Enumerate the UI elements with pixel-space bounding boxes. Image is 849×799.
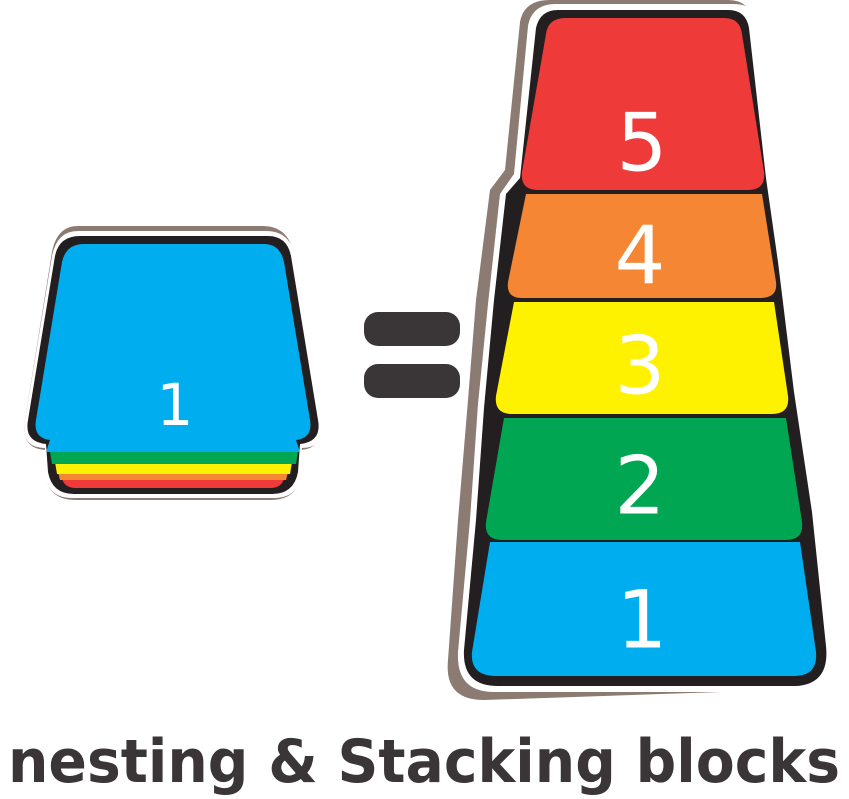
stack-block-2-number: 2	[615, 440, 666, 533]
stack-block-4-number: 4	[615, 210, 666, 303]
nested-block: 1	[24, 226, 323, 500]
block-stack: 1 2 3 4 5	[447, 0, 827, 700]
nested-edge-red	[62, 478, 284, 488]
equals-bar-bottom	[364, 364, 460, 398]
stack-block-1-number: 1	[617, 574, 668, 667]
stack-block-5-number: 5	[617, 97, 668, 190]
stack-block-3	[495, 302, 789, 414]
nested-block-number: 1	[157, 371, 194, 439]
nested-edge-yellow	[55, 462, 292, 474]
nested-block-face-1	[35, 244, 311, 452]
stack-block-1	[471, 542, 817, 676]
stack-block-4	[507, 194, 777, 298]
stack-block-3-number: 3	[615, 320, 666, 413]
stack-block-2	[485, 418, 803, 540]
equals-sign	[364, 312, 460, 398]
equals-bar-top	[364, 312, 460, 346]
caption: nesting & Stacking blocks	[8, 727, 840, 797]
nested-edge-green	[50, 452, 298, 464]
stack-block-5	[521, 18, 765, 190]
